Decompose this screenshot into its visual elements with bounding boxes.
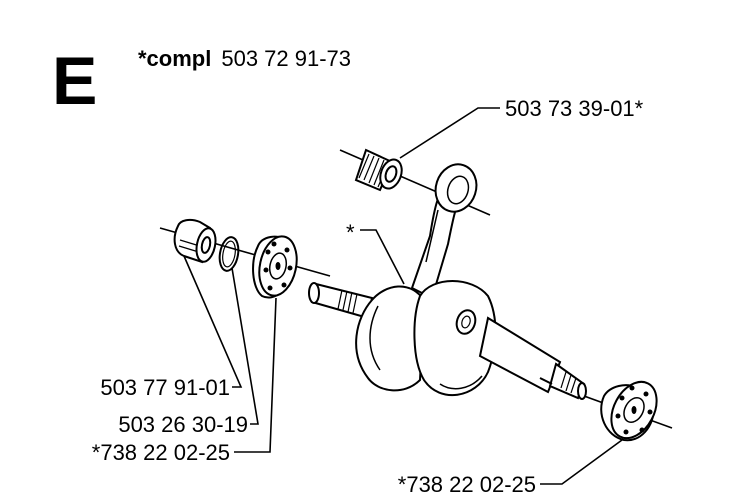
label-sleeve: 503 77 91-01	[100, 375, 230, 400]
label-crank-star: *	[346, 220, 355, 245]
ball-bearing-left	[252, 235, 298, 299]
ball-bearing-right	[600, 380, 658, 442]
label-bearing-left: *738 22 02-25	[92, 440, 230, 465]
compl-prefix: *compl	[138, 46, 211, 71]
leader-bearing-left	[234, 297, 277, 453]
section-letter: E	[52, 43, 97, 119]
leader-bearing-right	[540, 439, 623, 485]
compl-heading: *compl 503 72 91-73	[138, 46, 351, 71]
o-ring	[218, 236, 240, 272]
leader-needle-bearing	[399, 107, 500, 159]
label-oring: 503 26 30-19	[118, 412, 248, 437]
label-bearing-right: *738 22 02-25	[398, 472, 536, 497]
compl-number: 503 72 91-73	[221, 46, 351, 71]
crankshaft	[308, 163, 587, 400]
needle-bearing	[354, 148, 403, 192]
label-needle-bearing: 503 73 39-01*	[505, 96, 644, 121]
leader-crank	[360, 229, 405, 285]
leader-sleeve	[183, 255, 243, 388]
sleeve	[173, 218, 217, 264]
leader-oring	[231, 267, 259, 425]
